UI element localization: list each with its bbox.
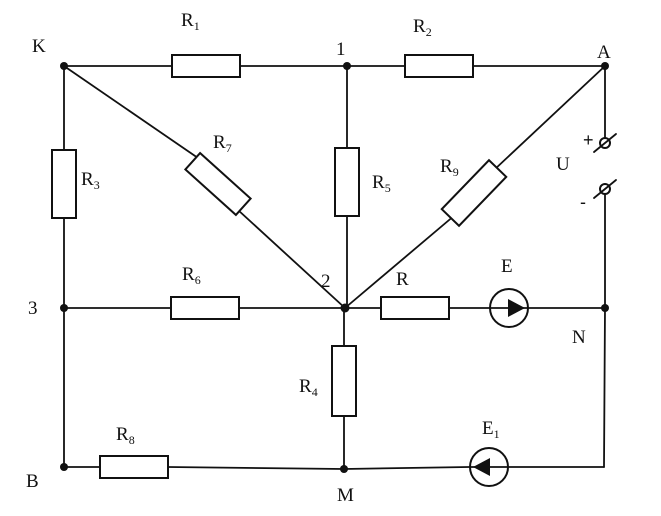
wire-a-r9 bbox=[493, 65, 606, 171]
label-r7: R7 bbox=[213, 132, 232, 155]
junction-3 bbox=[60, 304, 68, 312]
resistor-r9 bbox=[440, 158, 508, 228]
resistor-r2 bbox=[404, 54, 474, 78]
junction-b bbox=[60, 463, 68, 471]
node-label-1: 1 bbox=[336, 39, 346, 60]
wire-r8-m bbox=[167, 466, 345, 470]
wire-k-r7 bbox=[63, 65, 199, 159]
junction-n bbox=[601, 304, 609, 312]
source-e1 bbox=[469, 447, 509, 487]
label-r9-index: 9 bbox=[453, 165, 459, 179]
label-r2: R2 bbox=[413, 16, 432, 39]
node-labels: K 1 A 3 2 N B M bbox=[26, 36, 611, 506]
resistor-r bbox=[380, 296, 450, 320]
label-r6-index: 6 bbox=[195, 273, 201, 287]
label-r4-letter: R bbox=[299, 376, 312, 397]
label-r5-letter: R bbox=[372, 172, 385, 193]
terminals bbox=[593, 133, 617, 199]
wire-r9-node2 bbox=[344, 214, 456, 309]
label-r1: R1 bbox=[181, 10, 200, 33]
label-r2-index: 2 bbox=[426, 25, 432, 39]
label-e1-letter: E bbox=[482, 418, 494, 439]
source-labels: E E1 bbox=[482, 256, 513, 441]
wire-m-e1 bbox=[343, 466, 470, 470]
label-r7-index: 7 bbox=[226, 141, 232, 155]
label-r9-letter: R bbox=[440, 156, 453, 177]
label-r3-index: 3 bbox=[94, 178, 100, 192]
label-r6-letter: R bbox=[182, 264, 195, 285]
label-r5: R5 bbox=[372, 172, 391, 195]
junction-m bbox=[340, 465, 348, 473]
label-r6: R6 bbox=[182, 264, 201, 287]
junction-1 bbox=[343, 62, 351, 70]
terminal-labels: + U - bbox=[556, 130, 594, 212]
wire-r7-node2 bbox=[237, 209, 346, 309]
wires bbox=[63, 65, 606, 470]
label-r3: R3 bbox=[81, 169, 100, 192]
resistors bbox=[51, 54, 508, 479]
wire-n-bottom bbox=[603, 307, 606, 468]
terminal-minus-tick bbox=[593, 179, 617, 199]
label-r3-letter: R bbox=[81, 169, 94, 190]
resistor-r4 bbox=[331, 345, 357, 417]
resistor-r7 bbox=[183, 151, 253, 217]
resistor-r1 bbox=[171, 54, 241, 78]
source-e1-arrow-left-icon bbox=[473, 458, 490, 476]
node-label-3: 3 bbox=[28, 298, 38, 319]
resistor-r3 bbox=[51, 149, 77, 219]
label-r4-index: 4 bbox=[312, 385, 318, 399]
junction-k bbox=[60, 62, 68, 70]
junction-2 bbox=[340, 303, 350, 313]
node-label-n: N bbox=[572, 327, 586, 348]
terminal-minus-sign: - bbox=[580, 192, 586, 212]
node-label-b: B bbox=[26, 471, 39, 492]
resistor-labels: R1 R2 R3 R7 R5 R9 R6 R R4 R8 bbox=[81, 10, 459, 447]
label-r1-index: 1 bbox=[194, 19, 200, 33]
label-r8: R8 bbox=[116, 424, 135, 447]
label-r: R bbox=[396, 269, 409, 290]
resistor-r8 bbox=[99, 455, 169, 479]
source-e-arrow-right-icon bbox=[508, 299, 525, 317]
label-r9: R9 bbox=[440, 156, 459, 179]
node-label-2: 2 bbox=[321, 271, 331, 292]
label-r8-letter: R bbox=[116, 424, 129, 445]
label-r5-index: 5 bbox=[385, 181, 391, 195]
label-r2-letter: R bbox=[413, 16, 426, 37]
terminal-plus-tick bbox=[593, 133, 617, 153]
source-e bbox=[489, 288, 529, 328]
label-r4: R4 bbox=[299, 376, 318, 399]
terminal-voltage-label: U bbox=[556, 154, 570, 175]
resistor-r5 bbox=[334, 147, 360, 217]
label-r1-letter: R bbox=[181, 10, 194, 31]
resistor-r6 bbox=[170, 296, 240, 320]
label-e1-index: 1 bbox=[494, 427, 500, 441]
label-e1: E1 bbox=[482, 418, 500, 441]
label-r7-letter: R bbox=[213, 132, 226, 153]
node-label-m: M bbox=[337, 485, 354, 506]
junctions bbox=[60, 62, 609, 473]
node-label-a: A bbox=[597, 42, 611, 63]
terminal-plus-sign: + bbox=[583, 130, 594, 150]
label-e: E bbox=[501, 256, 513, 277]
label-r8-index: 8 bbox=[129, 433, 135, 447]
node-label-k: K bbox=[32, 36, 46, 57]
junction-a bbox=[601, 62, 609, 70]
